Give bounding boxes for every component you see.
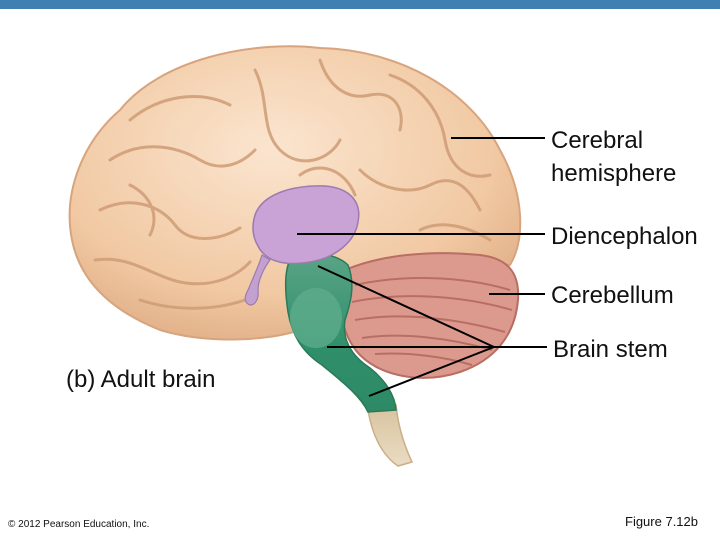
label-cerebellum: Cerebellum: [551, 282, 674, 309]
cerebellum: [339, 252, 520, 379]
pons: [290, 288, 342, 348]
spinal-cord: [367, 404, 414, 467]
label-cerebral-hemisphere: Cerebral hemisphere: [551, 127, 677, 187]
header-bar: [0, 0, 720, 9]
label-brain-stem: Brain stem: [553, 336, 668, 363]
pituitary-stalk: [244, 254, 271, 306]
copyright-notice: © 2012 Pearson Education, Inc.: [8, 519, 150, 530]
leader-lines: [297, 137, 547, 397]
label-diencephalon: Diencephalon: [551, 223, 698, 250]
figure-caption: (b) Adult brain: [66, 366, 216, 393]
leader-brainstem-3: [368, 346, 495, 397]
cerebellum-folia: [351, 277, 513, 366]
leader-brainstem-1: [317, 265, 495, 348]
gyri-lines: [93, 58, 492, 310]
figure-number: Figure 7.12b: [625, 514, 698, 529]
diencephalon: [252, 185, 360, 265]
